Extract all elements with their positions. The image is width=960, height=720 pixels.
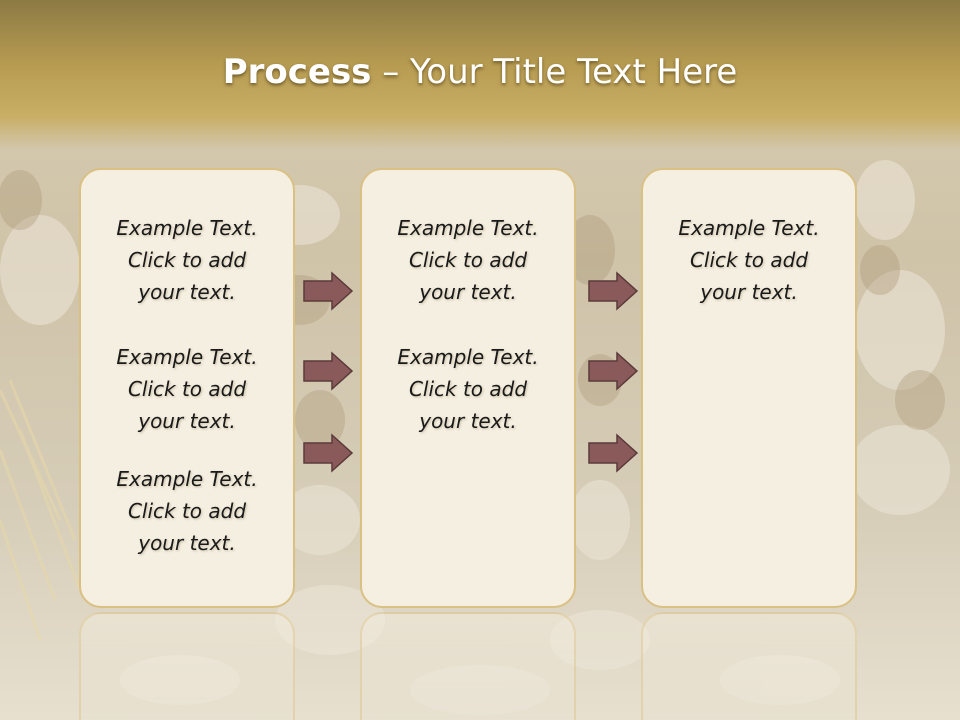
panel-1-text-3[interactable]: Example Text. Click to add your text. — [116, 467, 258, 555]
title-rest: – Your Title Text Here — [371, 52, 738, 92]
title-bold: Process — [222, 52, 372, 92]
panel-2-reflection — [360, 612, 576, 720]
arrow-right-icon[interactable] — [587, 351, 639, 391]
title-bar — [0, 0, 960, 150]
process-panel-2[interactable]: Example Text. Click to add your text. Ex… — [360, 168, 576, 608]
arrow-right-icon[interactable] — [587, 271, 639, 311]
panel-1-text-2[interactable]: Example Text. Click to add your text. — [116, 345, 258, 433]
arrow-right-icon[interactable] — [302, 433, 354, 473]
panel-3-text-1[interactable]: Example Text. Click to add your text. — [678, 216, 820, 304]
panel-3-reflection — [641, 612, 857, 720]
panel-1-reflection — [79, 612, 295, 720]
arrow-right-icon[interactable] — [587, 433, 639, 473]
process-panel-3[interactable]: Example Text. Click to add your text. — [641, 168, 857, 608]
panel-2-text-2[interactable]: Example Text. Click to add your text. — [397, 345, 539, 433]
panel-2-text-1[interactable]: Example Text. Click to add your text. — [397, 216, 539, 304]
arrow-right-icon[interactable] — [302, 351, 354, 391]
panel-1-text-1[interactable]: Example Text. Click to add your text. — [116, 216, 258, 304]
arrow-right-icon[interactable] — [302, 271, 354, 311]
slide-title[interactable]: Process – Your Title Text Here — [0, 52, 960, 92]
process-panel-1[interactable]: Example Text. Click to add your text. Ex… — [79, 168, 295, 608]
